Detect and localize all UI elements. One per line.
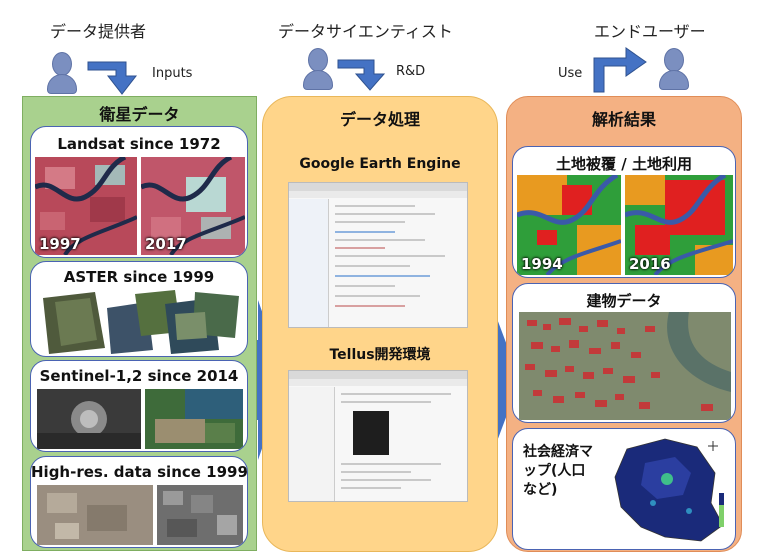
inputs-label: Inputs xyxy=(152,66,193,81)
socioeconomic-map-card: 社会経済マ ップ(人口 など) xyxy=(512,428,736,550)
aster-card-title: ASTER since 1999 xyxy=(63,268,215,286)
rnd-arrow-icon xyxy=(337,59,386,91)
land-cover-image-1994: 1994 xyxy=(517,175,621,275)
landsat-card: Landsat since 1972 1997 2017 xyxy=(30,126,248,258)
data-processing-title: データ処理 xyxy=(339,110,420,129)
socioeconomic-title-line-3: など) xyxy=(523,482,558,498)
land-cover-year-1994: 1994 xyxy=(521,255,563,273)
building-data-card-title: 建物データ xyxy=(586,292,662,310)
sentinel-card-title: Sentinel-1,2 since 2014 xyxy=(39,367,239,385)
gee-title: Google Earth Engine xyxy=(299,156,461,172)
tellus-section: Tellus開発環境 xyxy=(262,340,498,510)
landsat-card-title: Landsat since 1972 xyxy=(57,135,221,153)
person-icon-enduser xyxy=(656,48,692,92)
land-cover-year-2016: 2016 xyxy=(629,255,671,273)
socioeconomic-title-line-1: 社会経済マ xyxy=(523,444,593,460)
person-icon-provider xyxy=(44,52,80,96)
tellus-title: Tellus開発環境 xyxy=(329,347,431,363)
actor-label-provider: データ提供者 xyxy=(50,22,147,41)
satellite-data-title: 衛星データ xyxy=(99,105,180,124)
gee-section: Google Earth Engine xyxy=(262,150,498,330)
use-label: Use xyxy=(558,66,583,81)
landsat-year-1997: 1997 xyxy=(39,235,81,253)
high-res-image-1 xyxy=(37,485,153,545)
analysis-results-title: 解析結果 xyxy=(591,110,656,129)
use-arrow-icon xyxy=(593,47,647,93)
actor-label-enduser: エンドユーザー xyxy=(594,22,706,41)
aster-card: ASTER since 1999 xyxy=(30,261,248,357)
actor-label-scientist: データサイエンティスト xyxy=(278,22,453,41)
gee-screenshot xyxy=(288,182,468,328)
tellus-screenshot xyxy=(288,370,468,502)
landsat-image-2017: 2017 xyxy=(141,157,245,255)
landsat-image-1997: 1997 xyxy=(35,157,137,255)
landsat-year-2017: 2017 xyxy=(145,235,187,253)
sentinel-2-image xyxy=(145,389,243,449)
building-data-card: 建物データ xyxy=(512,283,736,423)
socioeconomic-map-title: 社会経済マ ップ(人口 など) xyxy=(523,443,593,500)
socioeconomic-map-image xyxy=(614,438,724,542)
person-icon-scientist xyxy=(300,48,336,92)
socioeconomic-title-line-2: ップ(人口 xyxy=(523,463,586,479)
building-data-image xyxy=(519,312,731,420)
high-res-card-title: High-res. data since 1999 xyxy=(31,463,248,481)
land-cover-card: 土地被覆 / 土地利用 1994 2016 xyxy=(512,146,736,278)
land-cover-image-2016: 2016 xyxy=(625,175,733,275)
sentinel-1-image xyxy=(37,389,141,449)
high-res-image-2 xyxy=(157,485,243,545)
high-res-card: High-res. data since 1999 xyxy=(30,456,248,548)
rnd-label: R&D xyxy=(396,64,426,79)
sentinel-card: Sentinel-1,2 since 2014 xyxy=(30,360,248,452)
land-cover-card-title: 土地被覆 / 土地利用 xyxy=(556,155,692,173)
aster-image-mosaic xyxy=(43,290,239,354)
inputs-arrow-icon xyxy=(87,61,138,95)
